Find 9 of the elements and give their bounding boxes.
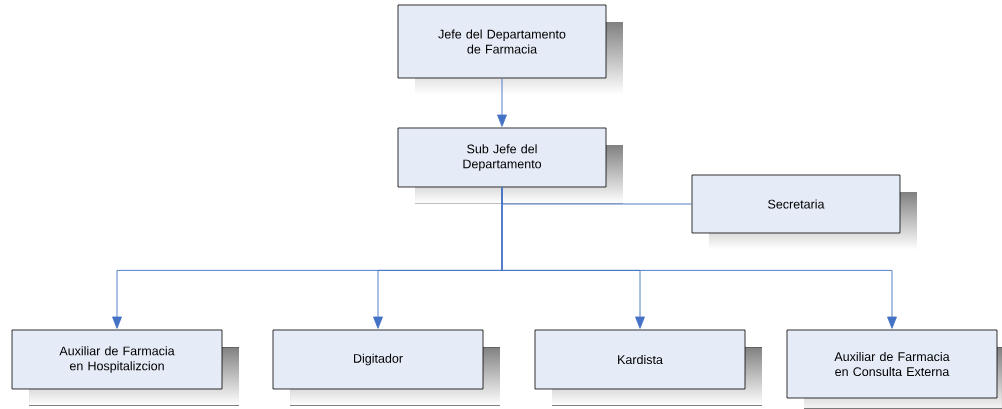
org-box: Digitador bbox=[272, 329, 500, 406]
connector bbox=[501, 186, 897, 329]
org-box: Auxiliar de Farmacia en Consulta Externa bbox=[786, 329, 1002, 409]
org-box: Jefe del Departamento de Farmacia bbox=[397, 4, 623, 95]
connector bbox=[497, 77, 507, 127]
org-box: Sub Jefe del Departamento bbox=[397, 127, 623, 204]
org-box: Auxiliar de Farmacia en Hospitalizcion bbox=[11, 329, 239, 406]
org-box: Secretaria bbox=[691, 174, 917, 250]
org-box: Kardista bbox=[534, 329, 762, 406]
